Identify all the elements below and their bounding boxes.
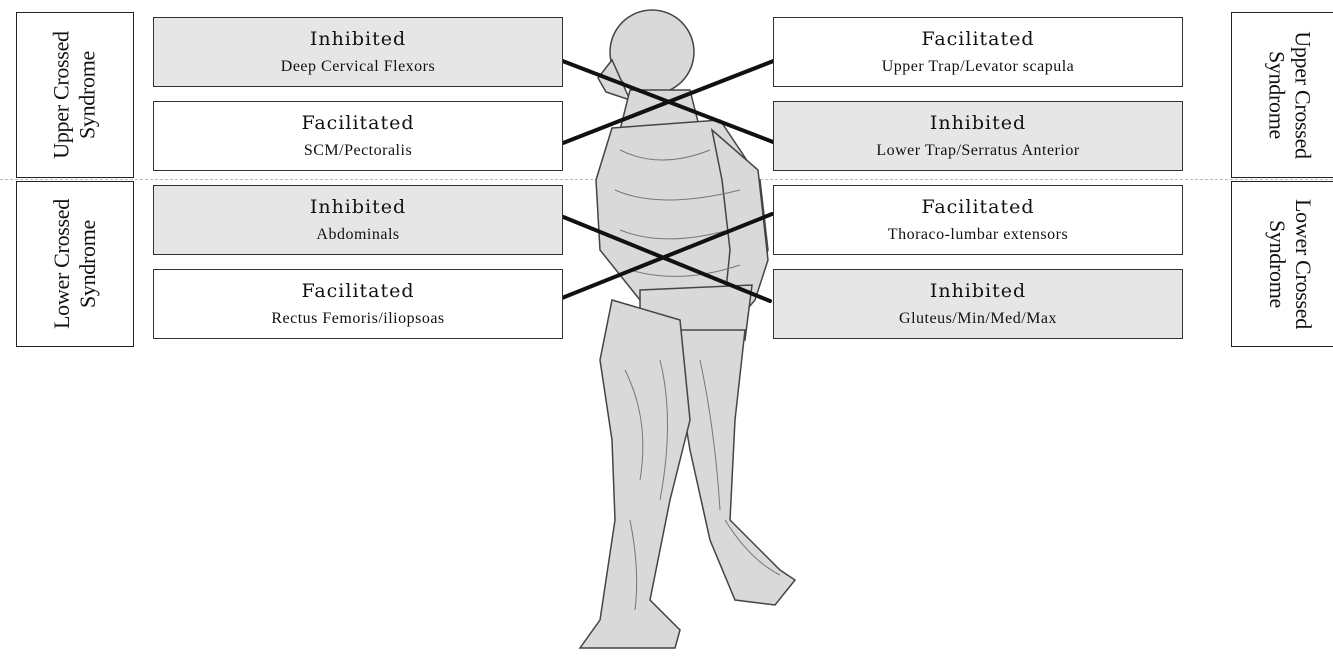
box-muscle: Gluteus/Min/Med/Max <box>774 310 1182 328</box>
box-state: Facilitated <box>154 280 562 302</box>
box-deep-cervical-flexors: Inhibited Deep Cervical Flexors <box>153 17 563 87</box>
box-state: Inhibited <box>774 112 1182 134</box>
box-muscle: SCM/Pectoralis <box>154 142 562 160</box>
left-panel-lower-crossed: Lower Crossed Syndrome <box>16 181 134 347</box>
box-muscle: Rectus Femoris/iliopsoas <box>154 310 562 328</box>
box-state: Facilitated <box>774 28 1182 50</box>
right-panel-lower-label: Lower Crossed Syndrome <box>1264 199 1316 329</box>
figure-back-leg <box>670 330 795 605</box>
left-panel-upper-label: Upper Crossed Syndrome <box>49 31 101 158</box>
box-muscle: Abdominals <box>154 226 562 244</box>
box-abdominals: Inhibited Abdominals <box>153 185 563 255</box>
human-figure <box>580 10 795 648</box>
right-panel-lower-crossed: Lower Crossed Syndrome <box>1231 181 1333 347</box>
box-state: Inhibited <box>774 280 1182 302</box>
figure-head <box>610 10 694 94</box>
box-lower-trap-serratus-anterior: Inhibited Lower Trap/Serratus Anterior <box>773 101 1183 171</box>
figure-front-leg <box>580 300 690 648</box>
box-state: Inhibited <box>154 28 562 50</box>
box-state: Facilitated <box>154 112 562 134</box>
box-upper-trap-levator-scapula: Facilitated Upper Trap/Levator scapula <box>773 17 1183 87</box>
right-panel-upper-crossed: Upper Crossed Syndrome <box>1231 12 1333 178</box>
box-scm-pectoralis: Facilitated SCM/Pectoralis <box>153 101 563 171</box>
box-muscle: Thoraco-lumbar extensors <box>774 226 1182 244</box>
box-muscle: Lower Trap/Serratus Anterior <box>774 142 1182 160</box>
left-panel-lower-label: Lower Crossed Syndrome <box>49 199 101 329</box>
box-state: Inhibited <box>154 196 562 218</box>
box-state: Facilitated <box>774 196 1182 218</box>
box-muscle: Upper Trap/Levator scapula <box>774 58 1182 76</box>
left-panel-upper-crossed: Upper Crossed Syndrome <box>16 12 134 178</box>
box-gluteus-min-med-max: Inhibited Gluteus/Min/Med/Max <box>773 269 1183 339</box>
box-thoraco-lumbar-extensors: Facilitated Thoraco-lumbar extensors <box>773 185 1183 255</box>
box-rectus-femoris-iliopsoas: Facilitated Rectus Femoris/iliopsoas <box>153 269 563 339</box>
box-muscle: Deep Cervical Flexors <box>154 58 562 76</box>
right-panel-upper-label: Upper Crossed Syndrome <box>1264 31 1316 158</box>
